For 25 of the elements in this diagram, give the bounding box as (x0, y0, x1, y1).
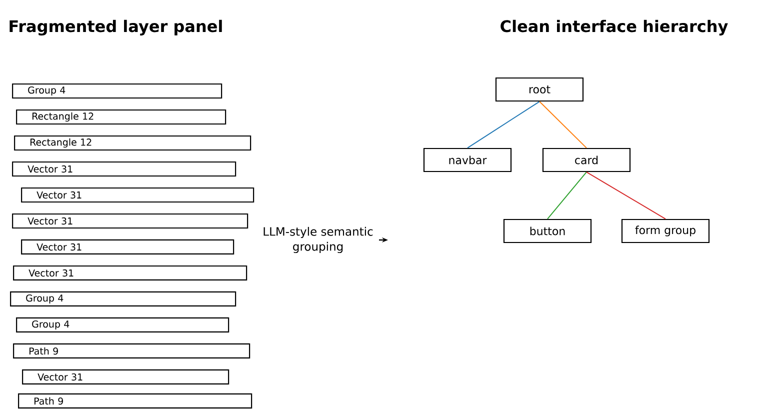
layer-box: Group 4 (10, 291, 236, 307)
tree-connector (539, 101, 587, 148)
tree-node-box: card (542, 148, 631, 172)
layer-box: Group 4 (16, 317, 230, 333)
panel-heading: Fragmented layer panel (10, 20, 222, 36)
tree-node-box: form group (621, 218, 710, 244)
tree-connector (547, 172, 587, 220)
layer-box: Rectangle 12 (16, 109, 226, 125)
layer-box: Vector 31 (21, 187, 254, 203)
layer-box: Vector 31 (22, 369, 230, 385)
process-label: LLM-style semantic grouping (264, 226, 373, 254)
layer-box: Path 9 (18, 393, 252, 409)
layer-box: Vector 31 (21, 239, 234, 255)
tree-node-box: button (503, 218, 592, 244)
panel-heading: Clean interface hierarchy (500, 20, 728, 36)
tree-connector (586, 172, 666, 220)
layer-box: Vector 31 (12, 213, 248, 229)
layer-box: Path 9 (13, 343, 250, 359)
tree-node-box: navbar (423, 148, 512, 172)
tree-connector (467, 101, 540, 148)
tree-node-box: root (495, 77, 584, 102)
layer-box: Vector 31 (12, 161, 236, 177)
layer-box: Rectangle 12 (14, 135, 252, 151)
layer-box: Group 4 (12, 83, 222, 99)
layer-box: Vector 31 (13, 265, 248, 281)
